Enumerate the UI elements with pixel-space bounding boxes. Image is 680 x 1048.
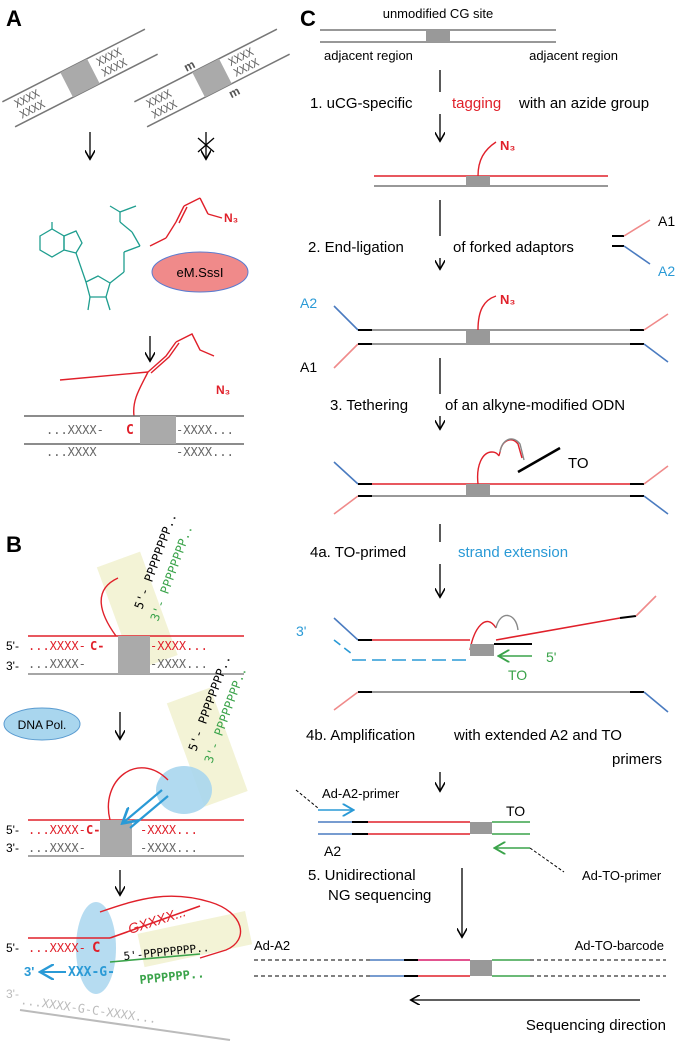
grey-seq: ...XXXX-G-C-XXXX... — [20, 993, 158, 1026]
b-step2 — [28, 687, 248, 857]
b-step1 — [28, 551, 244, 675]
a2-label: A2 — [300, 295, 317, 311]
label-bg — [306, 542, 616, 564]
c-duplex-tethered — [333, 438, 669, 515]
step4a-rest: strand extension — [458, 544, 568, 561]
seq-c: C — [126, 423, 134, 438]
azide-label: N₃ — [500, 292, 515, 307]
step2-rest: of forked adaptors — [453, 239, 574, 256]
a1-label: A1 — [658, 213, 675, 229]
panel-label-a: A — [6, 6, 22, 31]
step5-label: 5. Unidirectional — [308, 867, 416, 884]
cg-site — [426, 30, 450, 42]
seq-c: C- — [90, 639, 104, 653]
ad-a2-label: Ad-A2 — [254, 938, 290, 953]
label-bg — [326, 394, 680, 416]
a2-label: A2 — [324, 843, 341, 859]
sam-analog — [39, 205, 141, 311]
seq-bottom-left: ...XXXX — [46, 445, 97, 459]
five-prime: 5'- — [6, 823, 19, 837]
alkyne-azide-chain — [149, 197, 223, 247]
methyl-mark: m — [226, 84, 242, 101]
step4a-label: 4a. TO-primed — [310, 544, 406, 561]
step1-label: 1. uCG-specific — [310, 95, 413, 112]
c-strand-extension — [333, 595, 669, 713]
ad-to-primer-label: Ad-TO-primer — [582, 868, 662, 883]
step4b-rest: with extended A2 and TO — [453, 727, 622, 744]
adjacent-left: adjacent region — [324, 48, 413, 63]
azide-label: N₃ — [216, 383, 230, 397]
seq-right: -XXXX... — [176, 423, 234, 437]
dna-pol-label: DNA Pol. — [18, 718, 67, 732]
b-step3 — [19, 895, 253, 1041]
step1-tagging: tagging — [452, 95, 501, 112]
seq-top-left: ...XXXX- — [28, 941, 86, 955]
three-prime-label: 3' — [296, 623, 306, 639]
step3-rest: of an alkyne-modified ODN — [445, 397, 625, 414]
five-prime: 5'- — [6, 941, 19, 955]
seq-top-left: ...XXXX- — [28, 639, 86, 653]
step1-rest: with an azide group — [518, 95, 649, 112]
ad-a2-primer-label: Ad-A2-primer — [322, 786, 400, 801]
seq-left: ...XXXX- — [46, 423, 104, 437]
site-label: unmodified CG site — [383, 6, 494, 21]
seq-bottom-right: -XXXX... — [176, 445, 234, 459]
c-duplex-tagged — [374, 141, 608, 187]
duplex-methylated: XXXX XXXX XXXX XXXX m m — [134, 28, 290, 128]
three-prime: 3'- — [6, 841, 19, 855]
ad-to-barcode-label: Ad-TO-barcode — [575, 938, 664, 953]
three-prime: 3'- — [6, 987, 19, 1001]
azide-label: N₃ — [224, 211, 238, 225]
a2-label: A2 — [658, 263, 675, 279]
dna-pol-oval — [3, 707, 81, 741]
label-bg — [318, 92, 680, 114]
seq-bottom-right: -XXXX... — [140, 841, 198, 855]
seq-c: C — [92, 940, 100, 956]
panel-label-b: B — [6, 532, 22, 557]
panel-label-c: C — [300, 6, 316, 31]
step4b-primers: primers — [612, 751, 662, 768]
c-sequencing — [254, 959, 666, 1000]
blue-three-prime: 3' — [24, 964, 34, 979]
azide-label: N₃ — [500, 138, 515, 153]
blue-seq: XXX-G- — [68, 965, 115, 980]
sequencing-direction-label: Sequencing direction — [526, 1017, 666, 1034]
five-prime-label: 5' — [546, 649, 556, 665]
seq-top-right: -XXXX... — [140, 823, 198, 837]
enzyme-oval — [151, 251, 249, 293]
adjacent-right: adjacent region — [529, 48, 618, 63]
to-label: TO — [568, 455, 589, 472]
seq-top-left: ...XXXX- — [28, 823, 86, 837]
c-amplification — [295, 789, 565, 873]
seq-bottom-left: ...XXXX- — [28, 841, 86, 855]
seq-top-right: -XXXX... — [150, 639, 208, 653]
seq-c: C- — [86, 823, 100, 837]
c-duplex-ligated — [333, 295, 669, 369]
step4b-label: 4b. Amplification — [306, 727, 415, 744]
five-prime: 5'- — [6, 639, 19, 653]
to-label: TO — [506, 803, 525, 819]
forked-adaptor-icon — [612, 219, 651, 265]
labeled-duplex — [24, 333, 244, 445]
green-seq: PPPPPPP.. — [139, 966, 205, 987]
enzyme-label: eM.SssI — [177, 265, 224, 280]
to-label: TO — [508, 667, 527, 683]
step2-label: 2. End-ligation — [308, 239, 404, 256]
block-cross — [197, 137, 215, 153]
seq-bottom-right: -XXXX... — [150, 657, 208, 671]
three-prime: 3'- — [6, 659, 19, 673]
label-bg — [306, 236, 606, 258]
label-bg — [304, 724, 676, 772]
seq-bottom-left: ...XXXX- — [28, 657, 86, 671]
duplex-unmethylated: XXXX XXXX XXXX XXXX — [2, 28, 158, 128]
step3-label: 3. Tethering — [330, 397, 408, 414]
step5-rest: NG sequencing — [328, 887, 431, 904]
a1-label: A1 — [300, 359, 317, 375]
